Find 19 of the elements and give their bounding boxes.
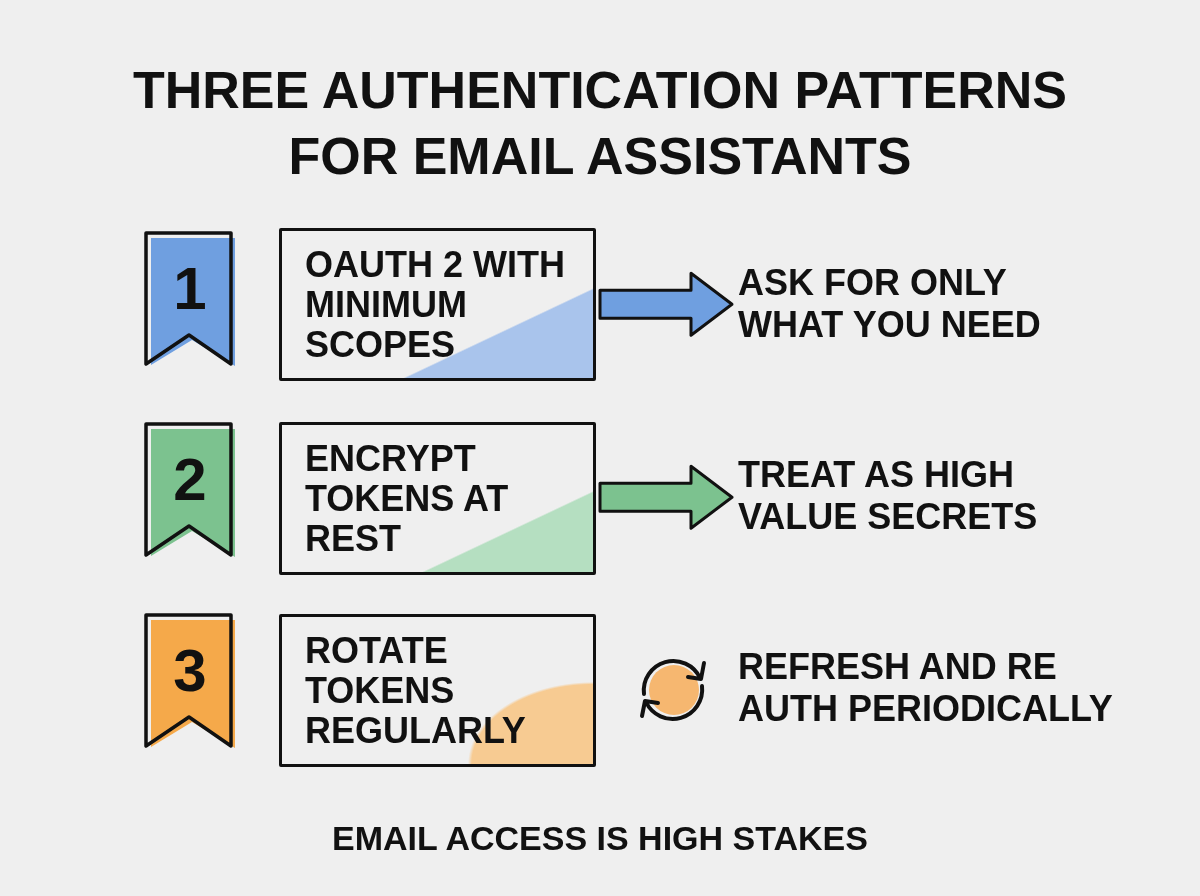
bookmark-ribbon: [143, 612, 237, 750]
step-title: ROTATE TOKENS REGULARLY: [305, 630, 527, 751]
step-number: 1: [173, 259, 207, 319]
block-arrow: [598, 464, 734, 530]
outcome-text: ASK FOR ONLY WHAT YOU NEED: [738, 262, 1060, 346]
step-box: [279, 422, 596, 575]
bookmark-ribbon: [143, 230, 237, 368]
step-number: 2: [173, 450, 207, 510]
caption-text: EMAIL ACCESS IS HIGH STAKES: [332, 818, 868, 858]
step-title: ENCRYPT TOKENS AT REST: [305, 438, 510, 559]
outcome-text: REFRESH AND RE AUTH PERIODICALLY: [738, 646, 1114, 730]
diagram-title: THREE AUTHENTICATION PATTERNS FOR EMAIL ASSISTANTS: [131, 60, 1068, 187]
step-title: OAUTH 2 WITH MINIMUM SCOPES: [305, 244, 566, 365]
step-number: 3: [173, 641, 207, 701]
bookmark-ribbon: [143, 421, 237, 559]
step-box: [279, 228, 596, 381]
outcome-text: TREAT AS HIGH VALUE SECRETS: [738, 454, 1060, 538]
block-arrow: [598, 271, 734, 337]
step-box: [279, 614, 596, 767]
